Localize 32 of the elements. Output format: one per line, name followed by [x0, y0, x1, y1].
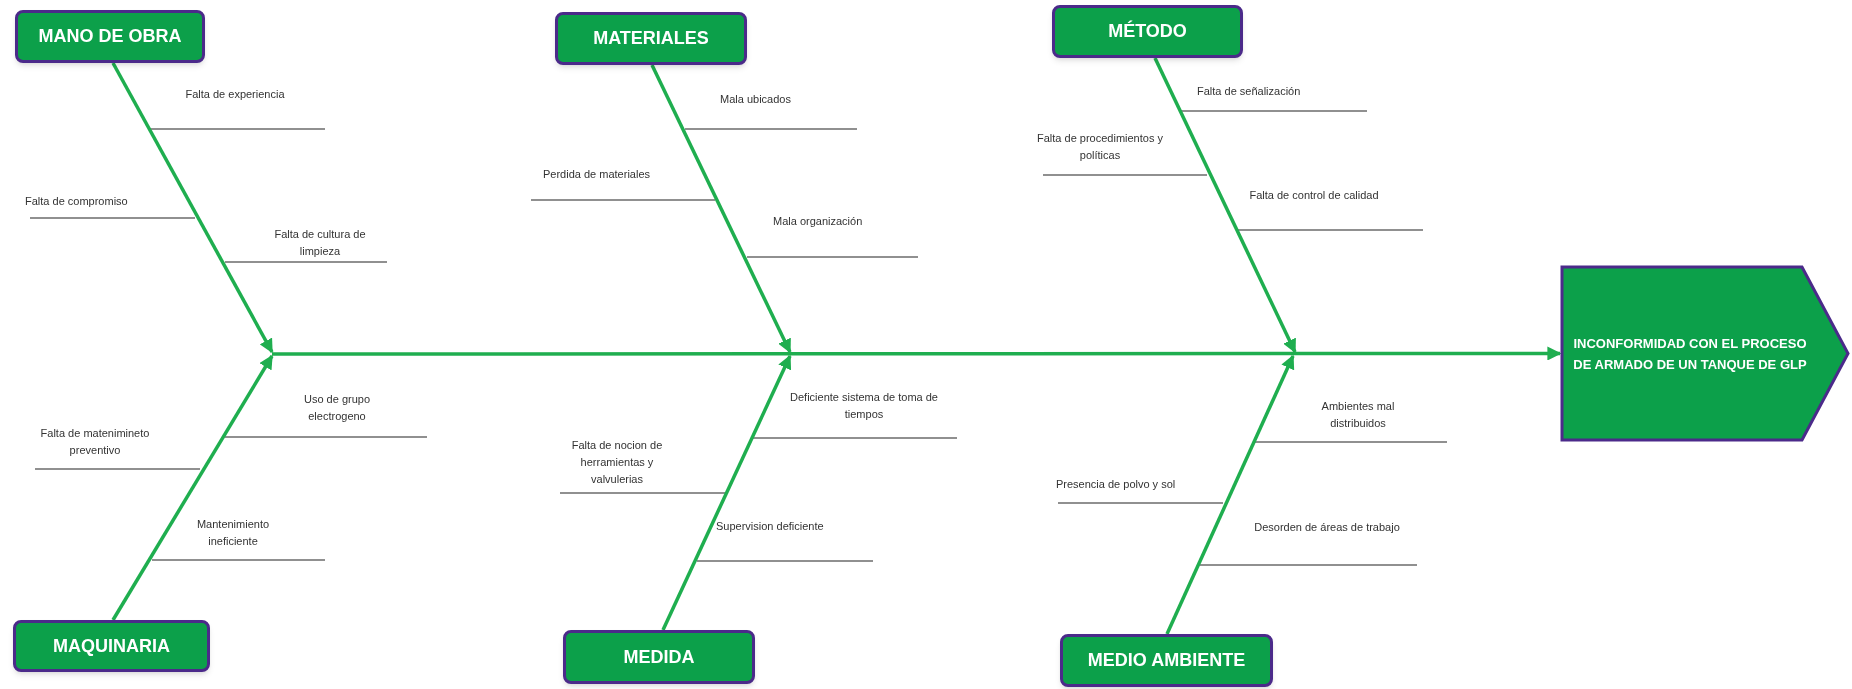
category-box: MEDIO AMBIENTE — [1060, 634, 1273, 687]
cause-text: Falta de compromiso — [25, 194, 129, 209]
cause-text: Falta de señalización — [1197, 84, 1302, 99]
cause-text: Falta de matenimineto preventivo — [39, 426, 151, 458]
cause-text: Mala organización — [773, 214, 864, 229]
arrow — [272, 346, 1562, 361]
cause-text: Falta de procedimientos y políticas — [1036, 131, 1164, 163]
cause-text: Ambientes mal distribuidos — [1320, 399, 1396, 431]
arrow — [650, 64, 792, 354]
arrow — [661, 354, 792, 631]
category-box: MATERIALES — [555, 12, 747, 65]
effect-box: INCONFORMIDAD CON EL PROCESO DE ARMADO DE UN TANQUE DE GLP — [1560, 265, 1850, 442]
cause-text: Desorden de áreas de trabajo — [1253, 520, 1401, 535]
cause-text: Falta de cultura de limpieza — [273, 227, 367, 259]
cause-text: Presencia de polvo y sol — [1056, 477, 1177, 492]
cause-text: Mantenimiento ineficiente — [195, 517, 271, 549]
category-box: MÉTODO — [1052, 5, 1243, 58]
arrow — [111, 62, 274, 354]
category-box: MAQUINARIA — [13, 620, 210, 672]
category-box: MANO DE OBRA — [15, 10, 205, 63]
cause-text: Mala ubicados — [720, 92, 792, 107]
cause-text: Falta de nocion de herramientas y valvulerias — [570, 438, 664, 487]
cause-text: Deficiente sistema de toma de tiempos — [789, 390, 939, 422]
cause-text: Uso de grupo electrogeno — [302, 392, 371, 424]
cause-text: Falta de control de calidad — [1249, 188, 1379, 203]
cause-text: Perdida de materiales — [543, 167, 651, 182]
arrow — [1153, 57, 1297, 354]
cause-text: Falta de experiencia — [184, 87, 286, 102]
cause-text: Supervision deficiente — [716, 519, 825, 534]
category-box: MEDIDA — [563, 630, 755, 684]
arrow — [111, 354, 274, 621]
arrow — [1165, 354, 1295, 635]
